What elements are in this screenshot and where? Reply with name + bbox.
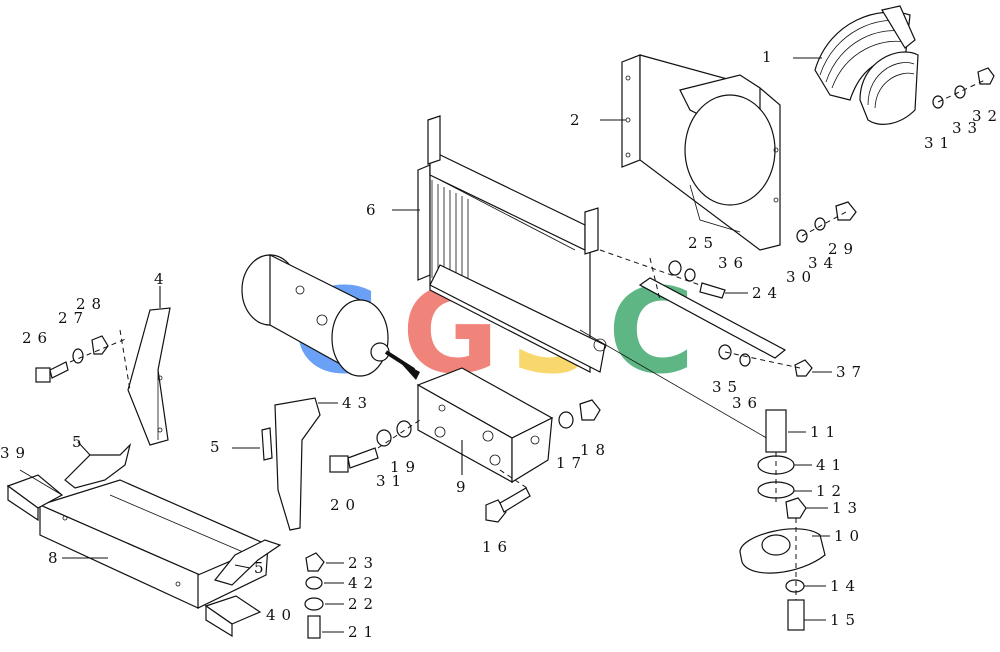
label-part-18: 18	[580, 441, 611, 459]
part-clip-5-lower	[213, 539, 282, 586]
part-hose	[814, 5, 919, 125]
label-part-31: 31	[924, 134, 955, 152]
label-part-41: 41	[816, 456, 847, 474]
label-part-14: 14	[830, 577, 861, 595]
label-part-26: 26	[22, 329, 53, 347]
label-part-28: 28	[76, 295, 107, 313]
label-part-20: 20	[330, 496, 361, 514]
part-fasteners-26-28	[35, 335, 129, 383]
label-part-15: 15	[830, 611, 861, 629]
label-part-33: 33	[952, 119, 983, 137]
label-part-36-top: 36	[718, 254, 749, 272]
part-fan-shroud	[621, 54, 781, 251]
label-part-13: 13	[832, 499, 863, 517]
label-part-43: 43	[342, 394, 373, 412]
label-part-22: 22	[348, 595, 379, 613]
part-oil-cooler	[241, 254, 390, 377]
label-part-5-right: 5	[254, 559, 270, 577]
label-part-8: 8	[48, 549, 64, 567]
label-part-40: 40	[266, 606, 297, 624]
label-part-29: 29	[828, 240, 859, 258]
part-bracket-4	[119, 307, 171, 446]
label-part-35: 35	[712, 378, 743, 396]
part-hardware-column	[304, 552, 325, 639]
part-bottom-plate	[38, 479, 270, 609]
label-part-34: 34	[808, 254, 839, 272]
label-part-12: 12	[816, 482, 847, 500]
label-part-5-left: 5	[72, 433, 88, 451]
label-part-25: 25	[688, 234, 719, 252]
part-support-rod	[599, 249, 813, 377]
label-part-37: 37	[836, 363, 867, 381]
label-part-23: 23	[348, 554, 379, 572]
label-part-9: 9	[456, 478, 472, 496]
label-part-21: 21	[348, 623, 379, 641]
label-part-16: 16	[482, 538, 513, 556]
label-part-19: 19	[390, 458, 421, 476]
label-part-32: 32	[972, 107, 1000, 125]
part-fasteners-31-33	[932, 67, 995, 109]
label-part-36-bottom: 36	[732, 394, 763, 412]
label-part-1: 1	[762, 48, 778, 66]
label-part-17: 17	[556, 454, 587, 472]
part-end-plate-39	[6, 469, 64, 522]
label-part-24: 24	[752, 284, 783, 302]
part-mount-stack	[739, 409, 826, 631]
label-part-30: 30	[786, 268, 817, 286]
label-part-4: 4	[154, 270, 170, 288]
label-part-27: 27	[58, 309, 89, 327]
label-part-2: 2	[570, 111, 586, 129]
part-guard-plate	[274, 397, 321, 531]
direction-arrow	[384, 350, 416, 372]
label-part-6: 6	[366, 201, 382, 219]
part-radiator	[417, 115, 607, 373]
part-fasteners-17-18	[558, 399, 601, 429]
label-part-31b: 31	[376, 472, 407, 490]
part-end-plate-40	[204, 595, 262, 638]
label-part-11: 11	[810, 423, 841, 441]
part-fasteners-29-34-30	[796, 201, 857, 243]
label-part-10: 10	[834, 527, 865, 545]
part-bolt-20	[329, 419, 421, 473]
label-part-39: 39	[0, 444, 31, 462]
part-clip-5	[261, 427, 273, 461]
part-bolt-16	[485, 487, 531, 523]
part-bracket	[416, 367, 554, 491]
label-part-5-mid: 5	[210, 438, 226, 456]
part-clip-5-upper	[64, 443, 132, 489]
label-part-42: 42	[348, 574, 379, 592]
